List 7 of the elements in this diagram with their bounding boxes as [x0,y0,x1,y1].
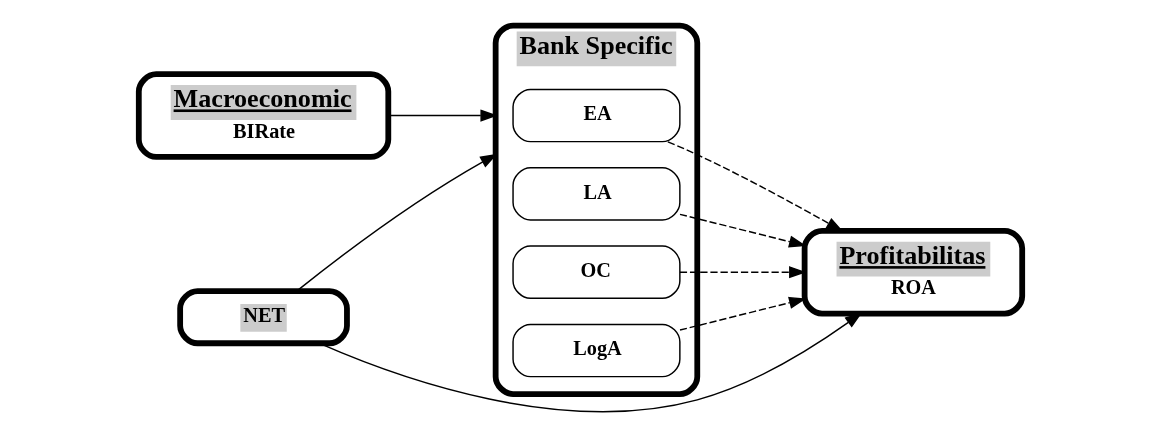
node-box: Macroeconomic BIRate [135,71,392,160]
node-box: LA [512,167,681,221]
node-box: NET [177,288,350,347]
node-box: Profitabilitas ROA [801,227,1026,317]
node-box: EA [512,88,681,143]
node-box: LogA [512,323,681,378]
node-box: OC [512,245,681,300]
